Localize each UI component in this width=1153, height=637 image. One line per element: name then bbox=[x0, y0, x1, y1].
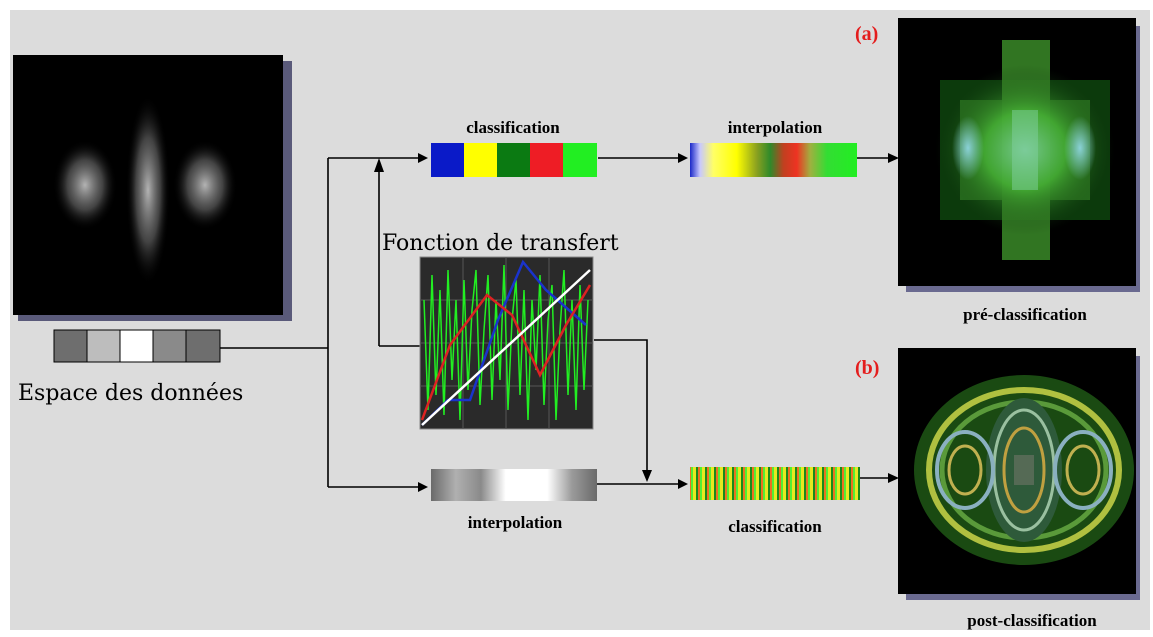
data-cell bbox=[86, 329, 121, 363]
interpolation-top-bar bbox=[690, 143, 857, 177]
swatch bbox=[497, 143, 530, 177]
arrowheads bbox=[374, 153, 899, 492]
data-space-image bbox=[13, 55, 292, 321]
transfer-function-plot bbox=[419, 256, 594, 430]
classification-swatches bbox=[431, 143, 597, 177]
interpolation-top-label: interpolation bbox=[728, 118, 823, 137]
data-cell bbox=[119, 329, 154, 363]
swatch bbox=[563, 143, 597, 177]
data-space-label: Espace des données bbox=[18, 381, 243, 406]
tag-b: (b) bbox=[855, 357, 879, 379]
data-cells bbox=[53, 329, 221, 363]
post-classification-image bbox=[898, 348, 1140, 600]
tf-white-diagonal bbox=[421, 269, 591, 426]
swatch bbox=[431, 143, 464, 177]
tf-red-curve bbox=[420, 284, 592, 421]
post-classification-label: post-classification bbox=[967, 611, 1097, 630]
pre-classification-image bbox=[898, 18, 1140, 292]
interpolation-bottom-bar bbox=[431, 469, 597, 501]
connectors bbox=[220, 157, 888, 488]
data-cell bbox=[185, 329, 221, 363]
data-cell bbox=[152, 329, 187, 363]
pre-classification-label: pré-classification bbox=[963, 305, 1087, 324]
classification-bottom-label: classification bbox=[728, 517, 822, 536]
tag-a: (a) bbox=[855, 23, 878, 45]
interpolation-bottom-label: interpolation bbox=[468, 513, 563, 532]
classification-bottom-bar bbox=[690, 467, 860, 500]
tf-green-curve bbox=[423, 264, 589, 421]
classification-top-label: classification bbox=[466, 118, 560, 137]
data-cell bbox=[53, 329, 88, 363]
transfer-function-title: Fonction de transfert bbox=[382, 231, 619, 256]
swatch bbox=[530, 143, 563, 177]
swatch bbox=[464, 143, 497, 177]
